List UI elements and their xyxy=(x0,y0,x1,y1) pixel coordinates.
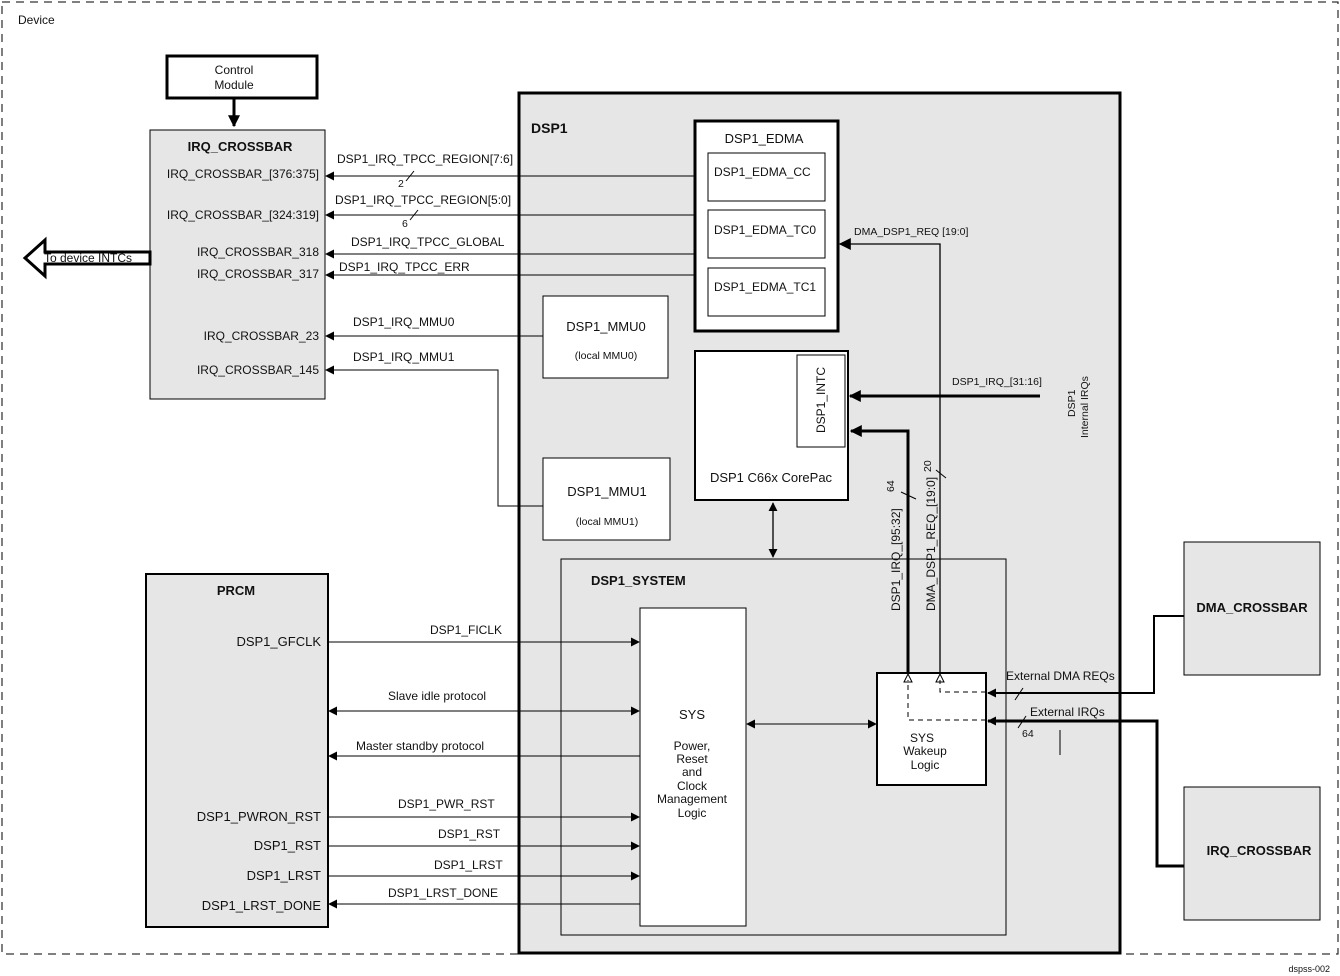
control-module-label-2: Module xyxy=(214,78,254,92)
intc-box xyxy=(796,354,846,448)
internal-irqs-2: Internal IRQs xyxy=(1079,376,1091,438)
dma-req-label: DMA_DSP1_REQ [19:0] xyxy=(854,226,968,238)
sys-line-5: Management xyxy=(657,792,728,806)
edma-tc1-label: DSP1_EDMA_TC1 xyxy=(714,280,816,294)
edma-tc0-label: DSP1_EDMA_TC0 xyxy=(714,223,816,237)
global-label: DSP1_IRQ_TPCC_GLOBAL xyxy=(351,235,505,249)
system-title: DSP1_SYSTEM xyxy=(591,573,686,588)
sys-line-4: Clock xyxy=(677,779,708,793)
edma-tc1-box xyxy=(707,267,826,317)
slave-idle-label: Slave idle protocol xyxy=(388,689,486,703)
mmu1-box xyxy=(542,457,671,541)
control-module-label-1: Control xyxy=(215,63,254,77)
irq-port-317: IRQ_CROSSBAR_317 xyxy=(197,267,319,281)
mmu1-line xyxy=(325,365,543,507)
irq-95-32-label: DSP1_IRQ_[95:32] xyxy=(889,508,903,611)
irq-port-318: IRQ_CROSSBAR_318 xyxy=(197,245,319,259)
mmu1-signal: DSP1_IRQ_MMU1 xyxy=(353,350,455,364)
to-device-intcs-label: To device INTCs xyxy=(44,251,132,265)
system-box xyxy=(560,558,1007,936)
ext-dma-line xyxy=(987,615,1184,698)
irq-crossbar-right-label: IRQ_CROSSBAR xyxy=(1207,843,1312,858)
dma-crossbar-label: DMA_CROSSBAR xyxy=(1196,600,1308,615)
master-standby-label: Master standby protocol xyxy=(356,739,484,753)
wakeup-internal-dma xyxy=(939,680,986,693)
mmu0-title: DSP1_MMU0 xyxy=(566,319,645,334)
dma-req-v-label: DMA_DSP1_REQ_[19:0] xyxy=(924,477,938,611)
irq-31-16-label: DSP1_IRQ_[31:16] xyxy=(952,376,1042,388)
edma-title: DSP1_EDMA xyxy=(725,131,804,146)
control-module-box xyxy=(165,54,319,100)
prcm-box xyxy=(145,573,329,928)
ext-irq-label: External IRQs xyxy=(1030,705,1105,719)
prcm-port-rst: DSP1_RST xyxy=(254,838,321,853)
rst-label: DSP1_RST xyxy=(438,827,501,841)
irq-95-32-line xyxy=(849,425,910,673)
region50-width: 6 xyxy=(402,218,408,230)
mmu0-box xyxy=(542,295,669,379)
region50-label: DSP1_IRQ_TPCC_REGION[5:0] xyxy=(335,193,511,207)
region76-width: 2 xyxy=(398,178,404,190)
irq-95-32-width: 64 xyxy=(885,480,897,492)
mmu1-sub: (local MMU1) xyxy=(576,516,638,528)
prcm-port-pwron-rst: DSP1_PWRON_RST xyxy=(197,809,321,824)
prcm-port-lrst: DSP1_LRST xyxy=(247,868,321,883)
pwr-rst-label: DSP1_PWR_RST xyxy=(398,797,495,811)
device-label: Device xyxy=(18,13,55,27)
dma-req-line xyxy=(838,238,941,673)
ext-irq-line xyxy=(987,716,1184,868)
sys-box xyxy=(639,607,747,927)
wakeup-line-2: Wakeup xyxy=(903,744,947,758)
prcm-port-gfclk: DSP1_GFCLK xyxy=(236,634,321,649)
lrst-done-label: DSP1_LRST_DONE xyxy=(388,886,498,900)
irq-port-376-375: IRQ_CROSSBAR_[376:375] xyxy=(167,167,319,181)
sys-line-3: and xyxy=(682,765,702,779)
ficlk-label: DSP1_FICLK xyxy=(430,623,502,637)
internal-irqs-1: DSP1 xyxy=(1066,389,1078,417)
dma-req-v-width: 20 xyxy=(922,460,934,472)
to-device-intcs-arrow xyxy=(22,236,152,280)
irq-crossbar-left-box xyxy=(149,129,326,400)
footer-code: dspss-002 xyxy=(1288,964,1330,974)
irq-port-23: IRQ_CROSSBAR_23 xyxy=(204,329,320,343)
corepac-title: DSP1 C66x CorePac xyxy=(710,470,833,485)
irq-crossbar-left-title: IRQ_CROSSBAR xyxy=(188,139,293,154)
edma-cc-box xyxy=(707,152,826,202)
ext-dma-label: External DMA REQs xyxy=(1006,669,1115,683)
irq-port-324-319: IRQ_CROSSBAR_[324:319] xyxy=(167,208,319,222)
dsp1-title: DSP1 xyxy=(531,120,568,136)
region76-label: DSP1_IRQ_TPCC_REGION[7:6] xyxy=(337,152,513,166)
prcm-port-lrst-done: DSP1_LRST_DONE xyxy=(202,898,322,913)
lrst-label: DSP1_LRST xyxy=(434,858,503,872)
edma-tc0-box xyxy=(707,209,826,259)
intc-label: DSP1_INTC xyxy=(814,367,828,433)
dma-crossbar-box xyxy=(1183,541,1321,676)
mmu1-title: DSP1_MMU1 xyxy=(567,484,646,499)
prcm-title: PRCM xyxy=(217,583,255,598)
sys-line-2: Reset xyxy=(676,752,708,766)
mmu0-signal: DSP1_IRQ_MMU0 xyxy=(353,315,455,329)
wakeup-line-3: Logic xyxy=(911,758,940,772)
edma-cc-label: DSP1_EDMA_CC xyxy=(714,165,811,179)
sys-title: SYS xyxy=(679,707,705,722)
irq-crossbar-right-box xyxy=(1183,786,1321,921)
ext-irq-width: 64 xyxy=(1022,728,1034,740)
mmu0-sub: (local MMU0) xyxy=(575,350,637,362)
sys-line-1: Power, xyxy=(674,739,711,753)
wakeup-line-1: SYS xyxy=(910,731,934,745)
sys-line-6: Logic xyxy=(678,806,707,820)
irq-port-145: IRQ_CROSSBAR_145 xyxy=(197,363,319,377)
err-label: DSP1_IRQ_TPCC_ERR xyxy=(339,260,470,274)
